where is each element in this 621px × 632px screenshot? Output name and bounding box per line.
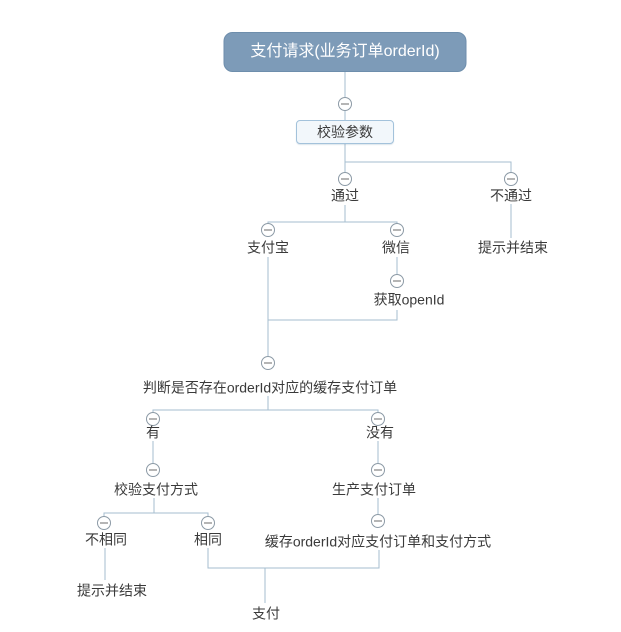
connector-line <box>207 548 380 569</box>
collapse-toggle-icon[interactable] <box>261 356 275 370</box>
node-alipay[interactable]: 支付宝 <box>247 239 289 256</box>
collapse-toggle-icon[interactable] <box>146 412 160 426</box>
collapse-toggle-icon[interactable] <box>504 172 518 186</box>
node-validate-params[interactable]: 校验参数 <box>296 120 394 144</box>
node-cache-order[interactable]: 缓存orderId对应支付订单和支付方式 <box>264 533 492 550</box>
node-has[interactable]: 有 <box>146 424 160 441</box>
collapse-toggle-icon[interactable] <box>371 463 385 477</box>
node-get-openid[interactable]: 获取openId <box>373 291 445 308</box>
connector-line <box>267 221 398 224</box>
node-same[interactable]: 相同 <box>194 531 222 548</box>
collapse-toggle-icon[interactable] <box>146 463 160 477</box>
node-verify-pay-method[interactable]: 校验支付方式 <box>114 481 198 498</box>
collapse-toggle-icon[interactable] <box>371 514 385 528</box>
collapse-toggle-icon[interactable] <box>338 97 352 111</box>
node-has-not[interactable]: 没有 <box>366 424 394 441</box>
connector-line <box>103 512 209 517</box>
collapse-toggle-icon[interactable] <box>201 516 215 530</box>
collapse-toggle-icon[interactable] <box>97 516 111 530</box>
node-no-pass-end[interactable]: 提示并结束 <box>478 239 548 256</box>
connector-line <box>268 310 398 321</box>
node-not-same[interactable]: 不相同 <box>85 531 127 548</box>
node-pay[interactable]: 支付 <box>252 605 280 622</box>
node-wechat[interactable]: 微信 <box>382 239 410 256</box>
node-root[interactable]: 支付请求(业务订单orderId) <box>223 32 467 72</box>
collapse-toggle-icon[interactable] <box>371 412 385 426</box>
node-not-same-end[interactable]: 提示并结束 <box>77 582 147 599</box>
connector-line <box>152 409 379 413</box>
node-judge-cache[interactable]: 判断是否存在orderId对应的缓存支付订单 <box>142 379 398 396</box>
node-create-pay-order[interactable]: 生产支付订单 <box>332 481 416 498</box>
collapse-toggle-icon[interactable] <box>390 223 404 237</box>
node-pass[interactable]: 通过 <box>331 187 359 204</box>
collapse-toggle-icon[interactable] <box>390 274 404 288</box>
collapse-toggle-icon[interactable] <box>338 172 352 186</box>
node-no-pass[interactable]: 不通过 <box>490 187 532 204</box>
connector-line <box>345 161 512 173</box>
collapse-toggle-icon[interactable] <box>261 223 275 237</box>
